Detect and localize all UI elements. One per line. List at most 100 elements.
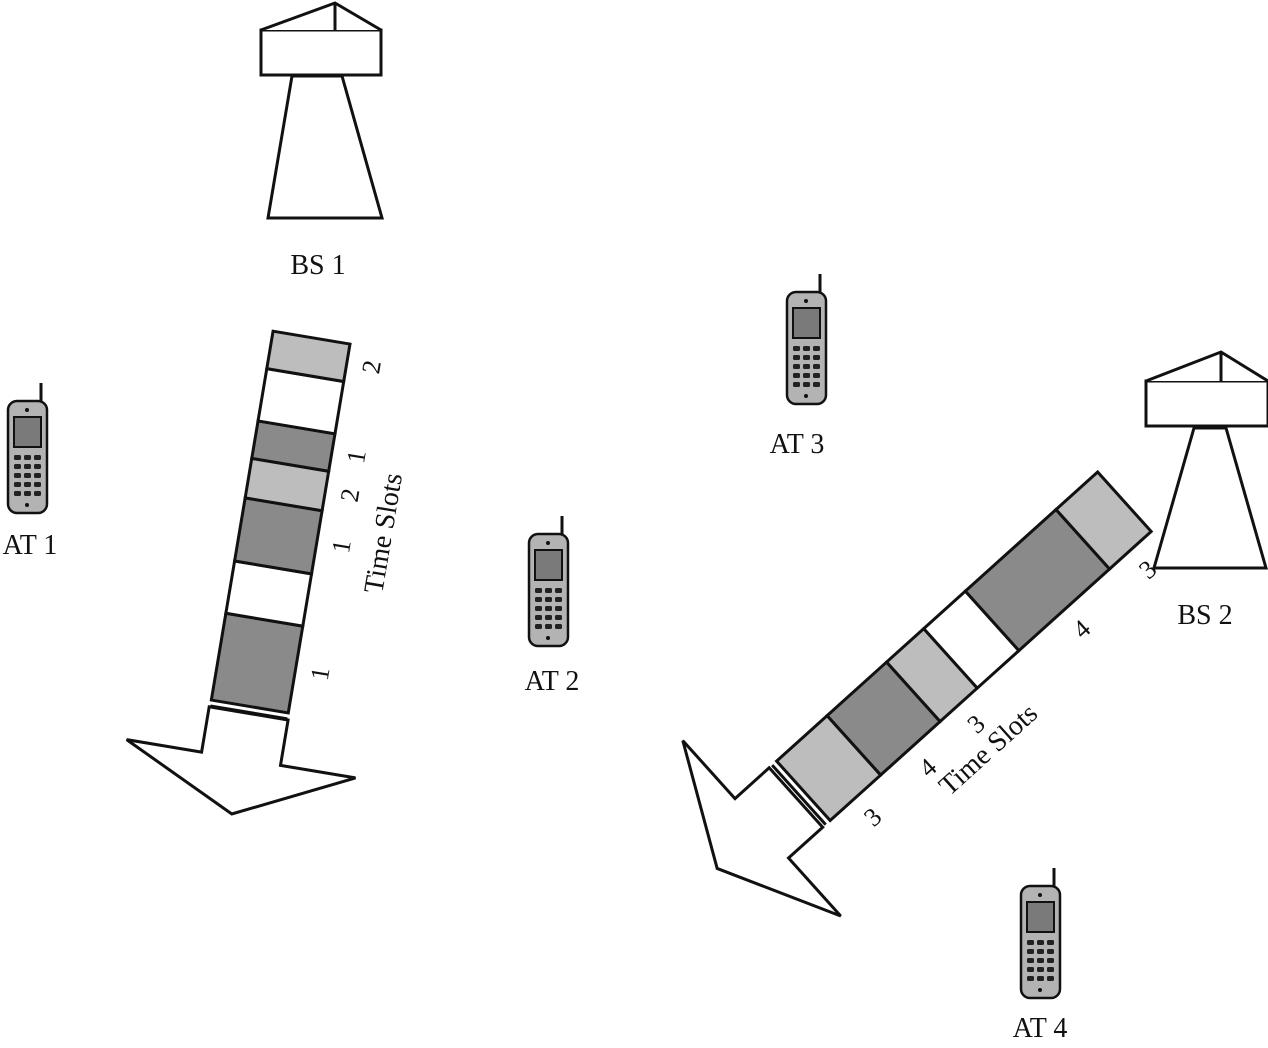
at1-key — [14, 473, 21, 478]
at2-key — [545, 615, 552, 620]
at3-phone-icon — [785, 274, 828, 406]
at3-key — [793, 346, 800, 351]
at1-speaker — [25, 408, 29, 412]
at1-key — [34, 464, 41, 469]
at2-key — [555, 597, 562, 602]
at2-key — [555, 624, 562, 629]
at1-phone-icon — [6, 383, 49, 515]
at3-mic — [804, 394, 808, 398]
at2-label: AT 2 — [525, 666, 580, 697]
base-station-1: BS 1 — [259, 1, 384, 281]
at2-key — [535, 597, 542, 602]
at1-key — [24, 491, 31, 496]
at4-key — [1037, 958, 1044, 963]
at4-key — [1047, 958, 1054, 963]
at4-key — [1047, 976, 1054, 981]
bs2-antenna-box — [1144, 379, 1268, 428]
at1-key — [14, 455, 21, 460]
at2-key — [545, 588, 552, 593]
at3-key — [803, 355, 810, 360]
at3-key — [813, 382, 820, 387]
at2-screen — [534, 549, 563, 581]
at3-key — [803, 373, 810, 378]
bs2-down-arrow-icon — [681, 739, 842, 918]
access-terminal-3: AT 3 — [770, 274, 828, 460]
at1-key — [14, 464, 21, 469]
at3-key — [793, 364, 800, 369]
base-station-2: BS 2 — [1144, 350, 1268, 631]
bs2-timeline-slot-label: 4 — [1067, 614, 1096, 644]
at4-key — [1027, 958, 1034, 963]
at1-key — [24, 464, 31, 469]
bs1-antenna-roof — [260, 1, 382, 32]
at3-key — [793, 382, 800, 387]
at4-key — [1027, 976, 1034, 981]
at4-key — [1037, 940, 1044, 945]
at4-key — [1027, 940, 1034, 945]
at3-key — [813, 364, 820, 369]
at1-mic — [25, 503, 29, 507]
at4-label: AT 4 — [1013, 1013, 1068, 1044]
at1-label: AT 1 — [3, 530, 58, 561]
bs1-timeline-slot-label: 2 — [335, 486, 366, 504]
bs1-timeline-slot-label: 1 — [326, 538, 357, 556]
bs1-timeline-slot — [265, 329, 352, 384]
at1-key — [34, 491, 41, 496]
at2-key — [545, 597, 552, 602]
at3-key — [813, 373, 820, 378]
bs1-timeline-title: Time Slots — [358, 471, 409, 596]
bs1-down-arrow-icon — [125, 705, 356, 816]
at3-key — [813, 355, 820, 360]
at2-speaker — [546, 541, 550, 545]
at2-key — [555, 588, 562, 593]
at4-key — [1047, 967, 1054, 972]
at1-key — [14, 491, 21, 496]
at4-key — [1027, 967, 1034, 972]
at1-key — [24, 455, 31, 460]
at1-key — [24, 482, 31, 487]
at4-phone-icon — [1019, 868, 1062, 1000]
at2-key — [535, 615, 542, 620]
at2-key — [535, 606, 542, 611]
at2-key — [545, 606, 552, 611]
at4-key — [1037, 967, 1044, 972]
at4-key — [1027, 949, 1034, 954]
bs2-timeline-slot — [1053, 469, 1154, 572]
at2-key — [555, 615, 562, 620]
at3-key — [793, 373, 800, 378]
bs2-timeline-slot-label: 3 — [858, 802, 887, 832]
at3-key — [803, 346, 810, 351]
at3-speaker — [804, 299, 808, 303]
at1-key — [34, 473, 41, 478]
at2-phone-icon — [527, 516, 570, 648]
at4-screen — [1026, 901, 1055, 933]
at3-key — [813, 346, 820, 351]
bs1-label: BS 1 — [290, 250, 345, 281]
at4-speaker — [1038, 893, 1042, 897]
at4-mic — [1038, 988, 1042, 992]
bs1-timeline-slot-label: 2 — [356, 358, 387, 376]
at2-key — [535, 588, 542, 593]
at2-key — [555, 606, 562, 611]
at3-screen — [792, 307, 821, 339]
bs1-timeline-slot-label: 1 — [305, 665, 336, 683]
at1-key — [24, 473, 31, 478]
at4-key — [1047, 940, 1054, 945]
at3-key — [803, 382, 810, 387]
at3-key — [803, 364, 810, 369]
bs2-antenna-roof — [1145, 350, 1268, 383]
bs2-label: BS 2 — [1177, 600, 1232, 631]
bs1-antenna-box — [259, 28, 383, 77]
at2-key — [535, 624, 542, 629]
bs1-timeline-slot — [209, 611, 305, 715]
at1-key — [34, 482, 41, 487]
access-terminal-4: AT 4 — [1013, 868, 1068, 1044]
at4-key — [1037, 976, 1044, 981]
at4-key — [1047, 949, 1054, 954]
